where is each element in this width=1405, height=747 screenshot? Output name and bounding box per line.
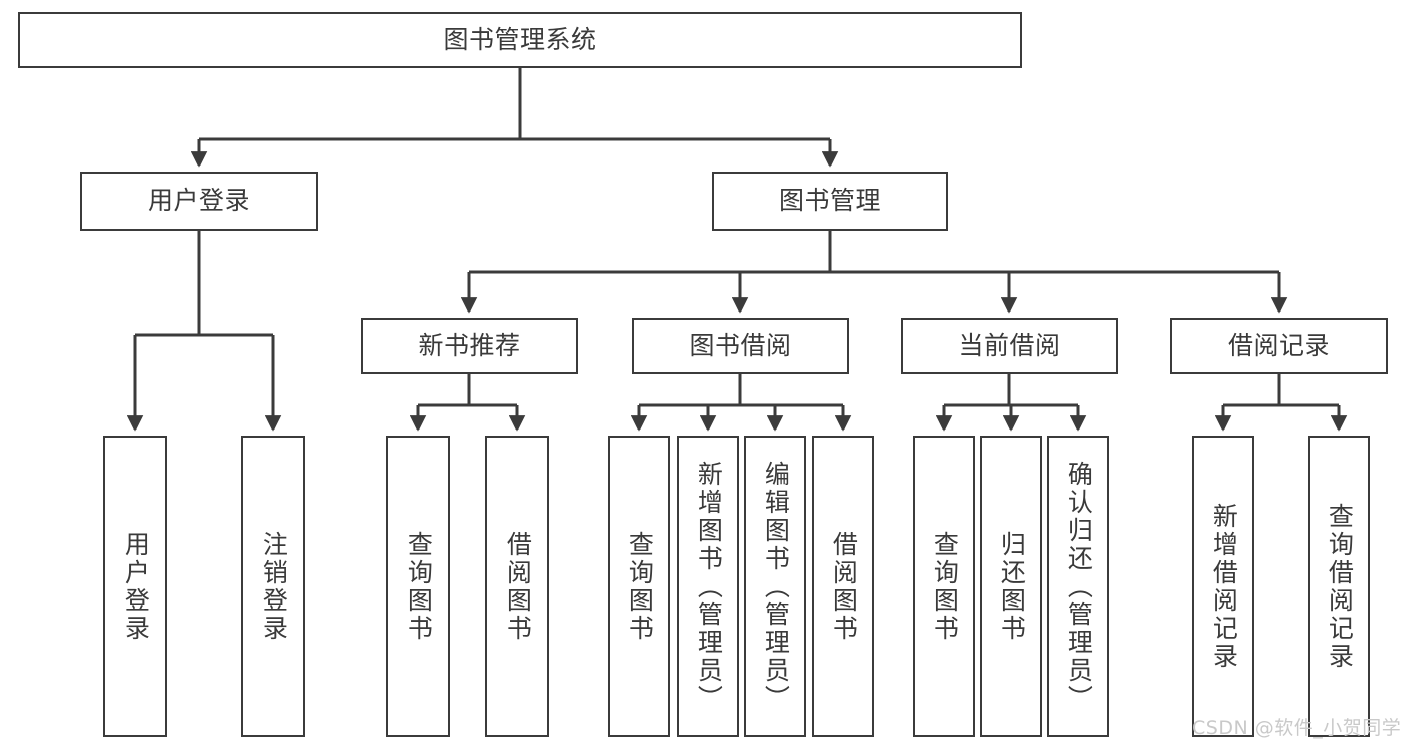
node-leaf-query-book-recommend-label: 查询图书 (404, 530, 434, 643)
node-leaf-borrow-book-recommend-label: 借阅图书 (503, 530, 533, 643)
node-leaf-borrow-book[interactable]: 借阅图书 (812, 436, 874, 737)
node-leaf-return-book[interactable]: 归还图书 (980, 436, 1042, 737)
node-leaf-add-borrow-record-label: 新增借阅记录 (1209, 502, 1239, 671)
node-leaf-query-borrow-record-label: 查询借阅记录 (1325, 502, 1355, 671)
node-leaf-user-login-label: 用户登录 (121, 530, 151, 643)
node-leaf-user-logout[interactable]: 注销登录 (241, 436, 305, 737)
node-leaf-user-login[interactable]: 用户登录 (103, 436, 167, 737)
node-leaf-add-book-admin-label: 新增图书（管理员） (694, 460, 724, 713)
node-leaf-query-borrow-record[interactable]: 查询借阅记录 (1308, 436, 1370, 737)
node-current-borrow-label: 当前借阅 (958, 330, 1061, 360)
node-root-label: 图书管理系统 (443, 24, 597, 54)
node-leaf-borrow-book-label: 借阅图书 (829, 530, 859, 643)
node-user-login-label: 用户登录 (147, 186, 250, 216)
node-leaf-user-logout-label: 注销登录 (259, 530, 289, 643)
node-book-management-label: 图书管理 (778, 186, 881, 216)
node-borrow-record[interactable]: 借阅记录 (1170, 318, 1388, 374)
node-leaf-query-book-current[interactable]: 查询图书 (913, 436, 975, 737)
node-leaf-add-borrow-record[interactable]: 新增借阅记录 (1192, 436, 1254, 737)
node-current-borrow[interactable]: 当前借阅 (901, 318, 1118, 374)
node-new-book-recommend-label: 新书推荐 (418, 330, 521, 360)
node-leaf-query-book-recommend[interactable]: 查询图书 (386, 436, 450, 737)
node-leaf-add-book-admin[interactable]: 新增图书（管理员） (677, 436, 739, 737)
node-leaf-confirm-return-admin[interactable]: 确认归还（管理员） (1047, 436, 1109, 737)
node-book-borrow-label: 图书借阅 (689, 330, 792, 360)
node-leaf-return-book-label: 归还图书 (997, 530, 1027, 643)
node-leaf-borrow-book-recommend[interactable]: 借阅图书 (485, 436, 549, 737)
node-book-management[interactable]: 图书管理 (712, 172, 948, 231)
node-leaf-edit-book-admin-label: 编辑图书（管理员） (761, 460, 791, 713)
node-leaf-query-book[interactable]: 查询图书 (608, 436, 670, 737)
node-leaf-query-book-label: 查询图书 (625, 530, 655, 643)
node-user-login[interactable]: 用户登录 (80, 172, 318, 231)
node-leaf-edit-book-admin[interactable]: 编辑图书（管理员） (744, 436, 806, 737)
node-borrow-record-label: 借阅记录 (1227, 330, 1330, 360)
node-leaf-query-book-current-label: 查询图书 (930, 530, 960, 643)
node-leaf-confirm-return-admin-label: 确认归还（管理员） (1064, 460, 1094, 713)
node-new-book-recommend[interactable]: 新书推荐 (361, 318, 578, 374)
node-root-system[interactable]: 图书管理系统 (18, 12, 1022, 68)
node-book-borrow[interactable]: 图书借阅 (632, 318, 849, 374)
